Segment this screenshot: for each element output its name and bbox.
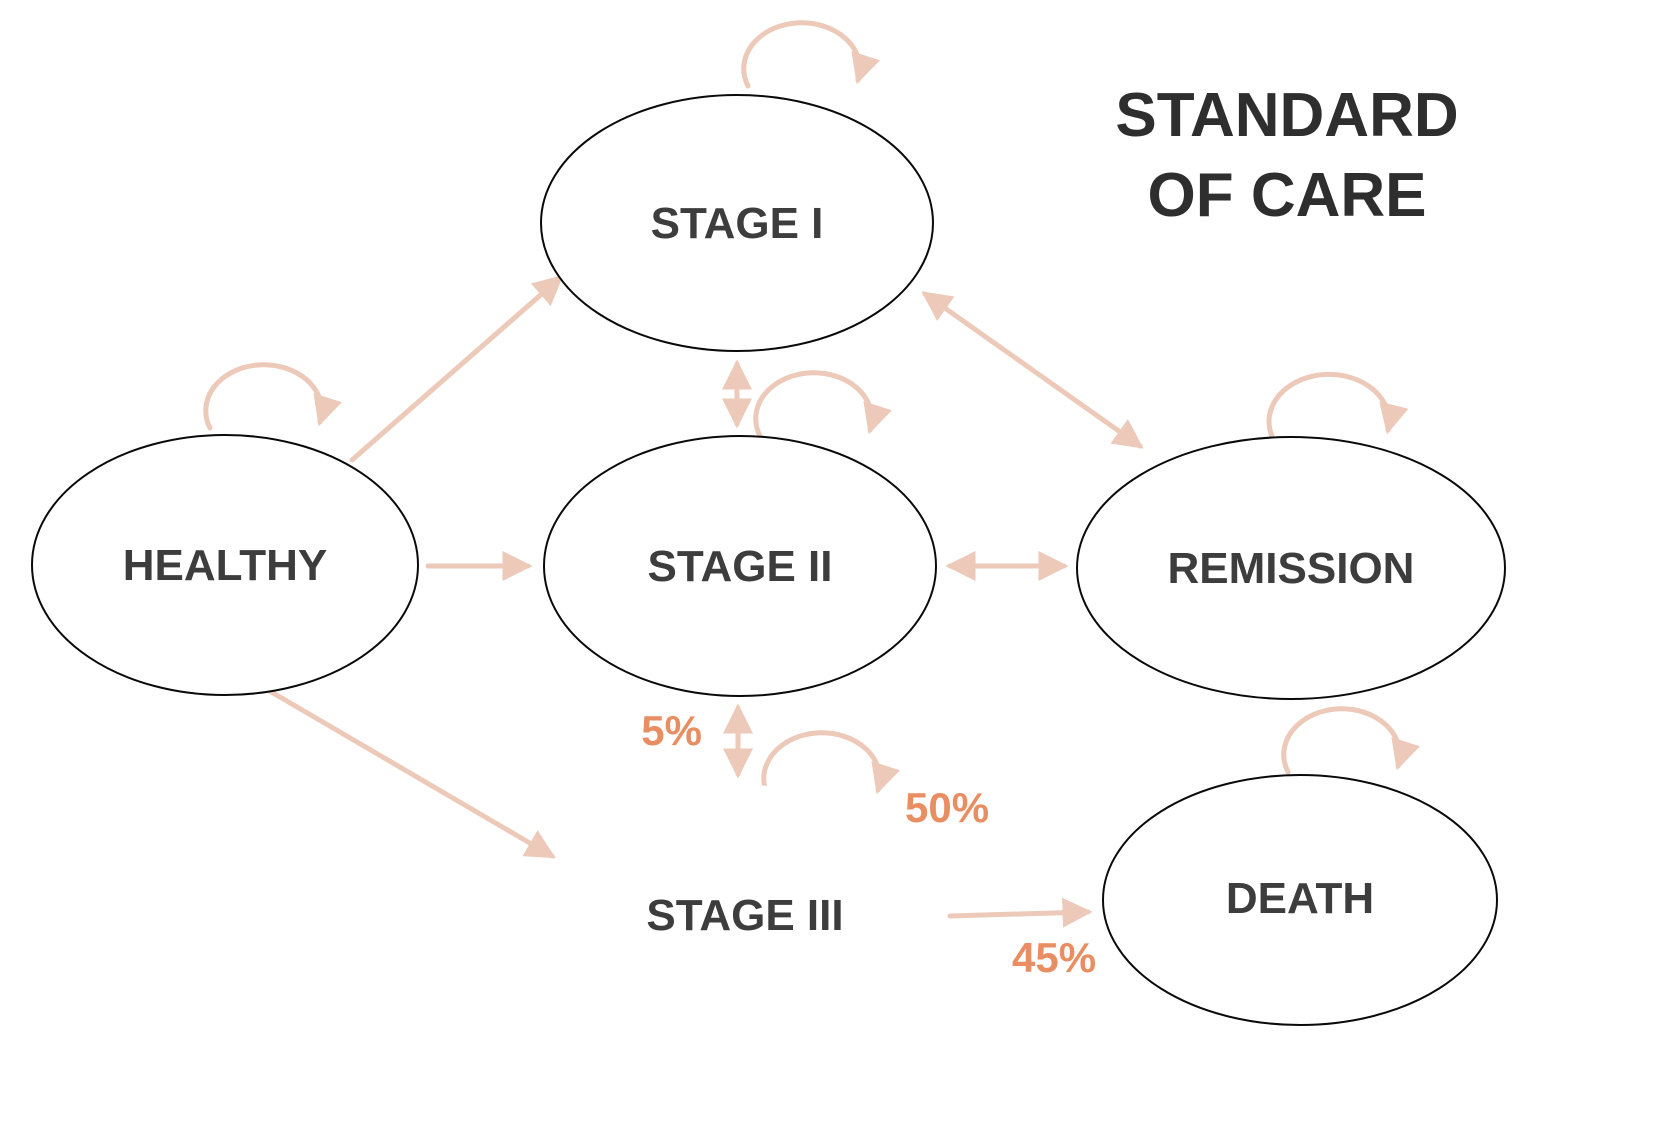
death-self-loop-arrow — [1281, 706, 1420, 775]
healthy-self-loop-arrow — [203, 362, 342, 431]
stage1-self-loop-arrow — [741, 20, 880, 89]
node-death-label: DEATH — [1226, 874, 1374, 923]
node-stage3-ellipse — [549, 785, 941, 1045]
healthy-to-stage3-arrow — [265, 687, 556, 859]
node-healthy-label: HEALTHY — [123, 541, 328, 590]
healthy-to-stage1-arrow — [349, 275, 564, 463]
title-line-1: STANDARD — [1115, 81, 1458, 150]
node-remission-ellipse — [1076, 436, 1506, 700]
stage2-self-loop-arrow — [753, 370, 892, 439]
stage3-to-death-arrow — [947, 897, 1093, 928]
node-stage3-label: STAGE III — [646, 891, 843, 940]
stage3-self-loop-arrow — [761, 730, 900, 799]
node-stage2-ellipse — [543, 435, 937, 697]
nodes-group: HEALTHY STAGE I STAGE II STAGE III REMIS… — [31, 94, 1506, 1045]
stage1-remission-double-arrow — [921, 291, 1144, 449]
node-death-ellipse — [1102, 774, 1498, 1026]
node-stage1-ellipse — [540, 94, 934, 352]
node-stage2-label: STAGE II — [648, 542, 833, 591]
stage2-stage3-probability-label: 5% — [641, 707, 702, 754]
node-stage1-label: STAGE I — [651, 199, 824, 248]
remission-self-loop-arrow — [1266, 371, 1409, 439]
diagram-title: STANDARD OF CARE — [1115, 81, 1458, 230]
stage3-death-probability-label: 45% — [1012, 934, 1096, 981]
title-line-2: OF CARE — [1148, 161, 1427, 230]
edges-group — [203, 20, 1420, 928]
node-remission-label: REMISSION — [1168, 544, 1415, 593]
node-healthy-ellipse — [31, 434, 419, 696]
stage3-self-probability-label: 50% — [905, 784, 989, 831]
edge-labels-group: 5% 50% 45% — [641, 707, 1096, 981]
